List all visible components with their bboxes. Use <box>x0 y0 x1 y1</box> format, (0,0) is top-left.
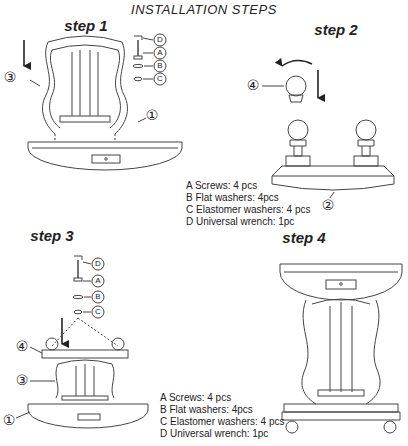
parts-list-item: D Universal wrench: 1pc <box>160 428 268 439</box>
callout-number: ③ <box>16 373 29 388</box>
part-letter: D <box>157 36 163 45</box>
callout-number: ① <box>146 108 159 123</box>
step-label: step 4 <box>282 230 325 247</box>
parts-list-item: D Universal wrench: 1pc <box>186 216 294 227</box>
part-letter: A <box>95 277 100 286</box>
part-letter: C <box>157 75 163 84</box>
step-label: step 2 <box>314 22 357 39</box>
callout-number: ① <box>3 413 16 428</box>
parts-list-item: C Elastomer washers: 4 pcs <box>160 416 285 427</box>
part-letter: A <box>157 49 162 58</box>
callout-number: ④ <box>247 78 260 93</box>
step-label: step 3 <box>30 228 73 245</box>
part-letter: B <box>95 293 100 302</box>
parts-list-item: A Screws: 4 pcs <box>160 392 231 403</box>
callout-number: ③ <box>4 70 17 85</box>
parts-list-item: B Flat washers: 4pcs <box>186 192 279 203</box>
parts-list-item: C Elastomer washers: 4 pcs <box>186 204 311 215</box>
parts-list-item: A Screws: 4 pcs <box>186 180 257 191</box>
title: INSTALLATION STEPS <box>131 3 277 17</box>
part-letter: C <box>95 308 101 317</box>
step-label: step 1 <box>64 18 107 35</box>
callout-number: ② <box>322 198 335 213</box>
parts-list-item: B Flat washers: 4pcs <box>160 404 253 415</box>
part-letter: D <box>95 260 101 269</box>
callout-number: ④ <box>16 339 29 354</box>
part-letter: B <box>157 62 162 71</box>
